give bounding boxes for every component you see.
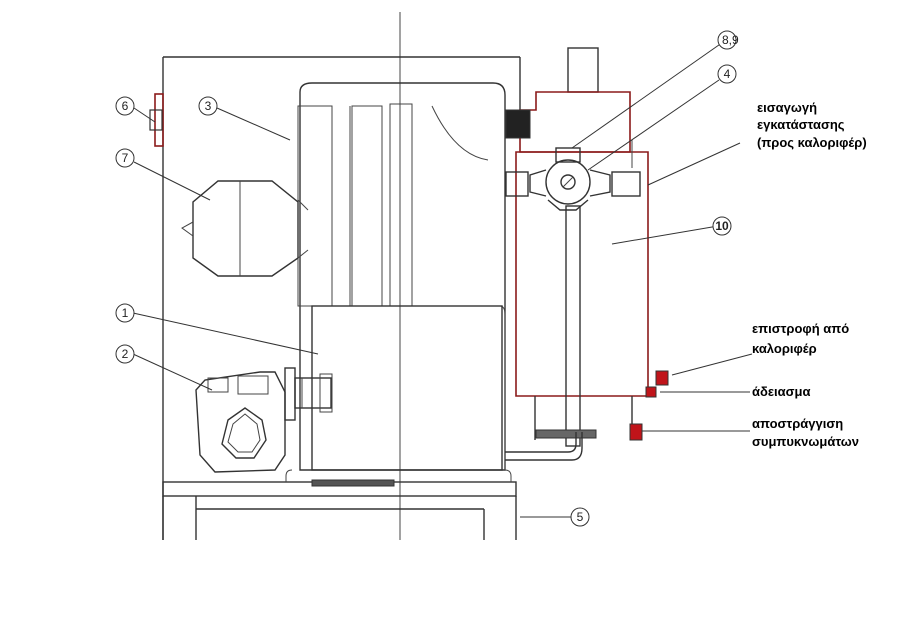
callout-leaders <box>132 39 727 518</box>
svg-text:10: 10 <box>715 219 729 233</box>
control-panel <box>149 93 164 147</box>
svg-text:6: 6 <box>122 99 129 113</box>
callout-5: 5 <box>570 507 590 527</box>
callout-8-9: 8,9 <box>717 30 739 50</box>
base-frame <box>162 481 517 540</box>
callouts: 1 2 3 4 5 6 7 8,9 <box>115 30 739 527</box>
labels: εισαγωγή εγκατάστασης (προς καλοριφέρ) ε… <box>752 100 867 449</box>
drain-label: άδειασμα <box>752 384 811 399</box>
condensate-label-line1: αποστράγγιση <box>752 416 843 431</box>
svg-text:5: 5 <box>577 510 584 524</box>
inlet-label-line2: εγκατάστασης <box>757 117 845 132</box>
svg-text:8,9: 8,9 <box>722 33 739 47</box>
inlet-label-line3: (προς καλοριφέρ) <box>757 135 867 150</box>
svg-text:3: 3 <box>205 99 212 113</box>
flue-duct <box>505 47 631 153</box>
callout-2: 2 <box>115 344 135 364</box>
return-label-line1: επιστροφή από <box>752 321 849 336</box>
callout-4: 4 <box>717 64 737 84</box>
return-label-line2: καλοριφέρ <box>752 341 817 356</box>
svg-text:2: 2 <box>122 347 129 361</box>
callout-3: 3 <box>198 96 218 116</box>
svg-text:1: 1 <box>122 306 129 320</box>
callout-6: 6 <box>115 96 135 116</box>
label-leaders <box>642 142 753 432</box>
valve-assembly <box>505 140 641 211</box>
cabinet <box>162 56 521 540</box>
callout-7: 7 <box>115 148 135 168</box>
return-fitting <box>655 370 669 386</box>
callout-10: 10 <box>712 216 732 236</box>
condensate-label-line2: συμπυκνωμάτων <box>752 434 859 449</box>
svg-text:7: 7 <box>122 151 129 165</box>
condensate-tank <box>505 151 649 461</box>
boiler-body <box>285 82 512 487</box>
callout-1: 1 <box>115 303 135 323</box>
svg-text:4: 4 <box>724 67 731 81</box>
expansion-vessel <box>181 180 309 277</box>
drain-fitting <box>645 386 657 398</box>
condensate-fitting <box>629 423 643 441</box>
pipe-fittings <box>629 370 669 441</box>
burner <box>195 367 333 473</box>
inlet-label-line1: εισαγωγή <box>757 100 817 115</box>
